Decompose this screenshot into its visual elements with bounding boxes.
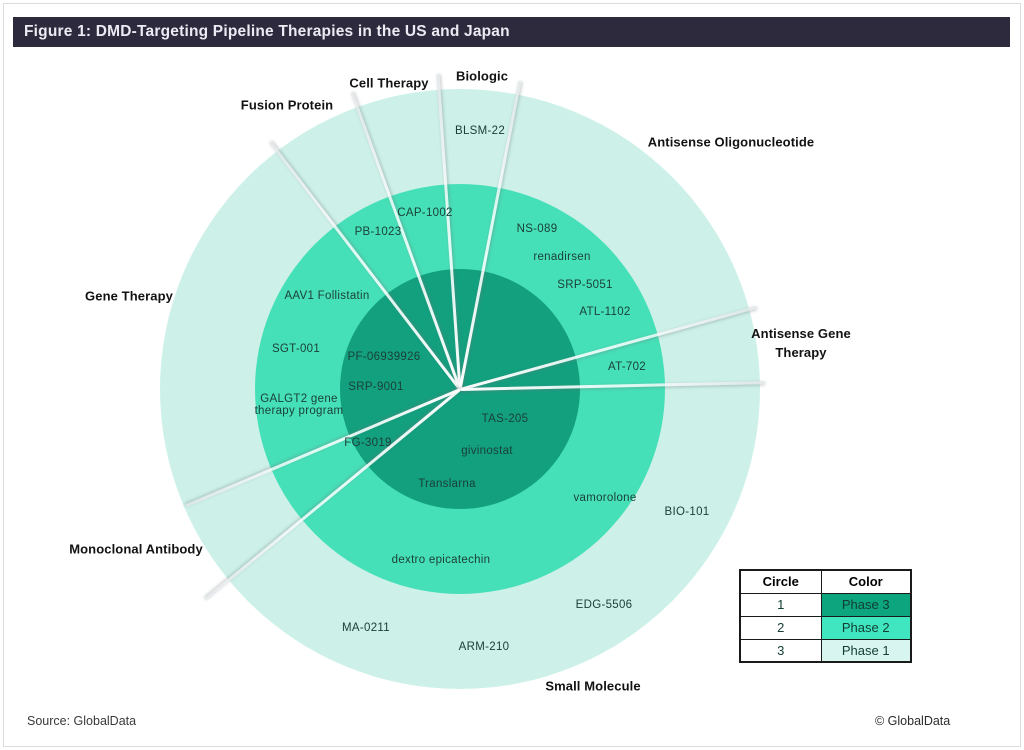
drug-label-galgt2-gene-therapy-program: GALGT2 gene therapy program bbox=[254, 393, 344, 417]
drug-label-translarna: Translarna bbox=[418, 478, 476, 490]
drug-label-at-702: AT-702 bbox=[607, 361, 647, 373]
category-label-antisense-oligonucleotide: Antisense Oligonucleotide bbox=[647, 134, 815, 150]
category-label-monoclonal-antibody: Monoclonal Antibody bbox=[69, 541, 203, 557]
drug-label-givinostat: givinostat bbox=[461, 445, 513, 457]
drug-label-aav1-follistatin: AAV1 Follistatin bbox=[284, 290, 370, 302]
category-label-fusion-protein: Fusion Protein bbox=[240, 97, 334, 113]
category-label-antisense-gene-therapy: Antisense Gene Therapy bbox=[751, 326, 851, 360]
drug-label-dextro-epicatechin: dextro epicatechin bbox=[391, 554, 491, 566]
figure-title: Figure 1: DMD-Targeting Pipeline Therapi… bbox=[24, 23, 510, 40]
legend-circle-number: 2 bbox=[739, 615, 822, 640]
drug-label-pf-06939926: PF-06939926 bbox=[347, 351, 421, 363]
drug-label-blsm-22: BLSM-22 bbox=[454, 125, 506, 137]
drug-label-srp-9001: SRP-9001 bbox=[348, 381, 404, 393]
drug-label-cap-1002: CAP-1002 bbox=[397, 207, 453, 219]
category-label-gene-therapy: Gene Therapy bbox=[85, 288, 173, 304]
figure-title-bar: Figure 1: DMD-Targeting Pipeline Therapi… bbox=[13, 17, 1010, 47]
drug-label-arm-210: ARM-210 bbox=[458, 641, 510, 653]
category-label-small-molecule: Small Molecule bbox=[545, 678, 641, 694]
drug-label-atl-1102: ATL-1102 bbox=[579, 306, 631, 318]
drug-label-srp-5051: SRP-5051 bbox=[557, 279, 613, 291]
category-label-cell-therapy: Cell Therapy bbox=[349, 75, 429, 91]
copyright-note: © GlobalData bbox=[875, 714, 951, 728]
drug-label-vamorolone: vamorolone bbox=[573, 492, 637, 504]
drug-label-ma-0211: MA-0211 bbox=[342, 622, 390, 634]
drug-label-tas-205: TAS-205 bbox=[481, 413, 529, 425]
drug-label-pb-1023: PB-1023 bbox=[354, 226, 402, 238]
drug-label-edg-5506: EDG-5506 bbox=[575, 599, 633, 611]
drug-label-sgt-001: SGT-001 bbox=[271, 343, 321, 355]
legend-circle-number: 3 bbox=[739, 638, 822, 663]
legend-phase-cell: Phase 1 bbox=[820, 638, 912, 663]
legend-phase-cell: Phase 3 bbox=[820, 592, 912, 617]
legend-circle-number: 1 bbox=[739, 592, 822, 617]
drug-label-fg-3019: FG-3019 bbox=[344, 437, 392, 449]
drug-label-renadirsen: renadirsen bbox=[533, 251, 591, 263]
legend-phase-cell: Phase 2 bbox=[820, 615, 912, 640]
legend-header-circle: Circle bbox=[739, 569, 822, 594]
source-note: Source: GlobalData bbox=[27, 714, 137, 728]
legend-header-row: Circle Color bbox=[739, 569, 912, 594]
drug-label-bio-101: BIO-101 bbox=[664, 506, 710, 518]
category-label-biologic: Biologic bbox=[455, 68, 509, 84]
drug-label-ns-089: NS-089 bbox=[516, 223, 558, 235]
legend-header-color: Color bbox=[820, 569, 912, 594]
